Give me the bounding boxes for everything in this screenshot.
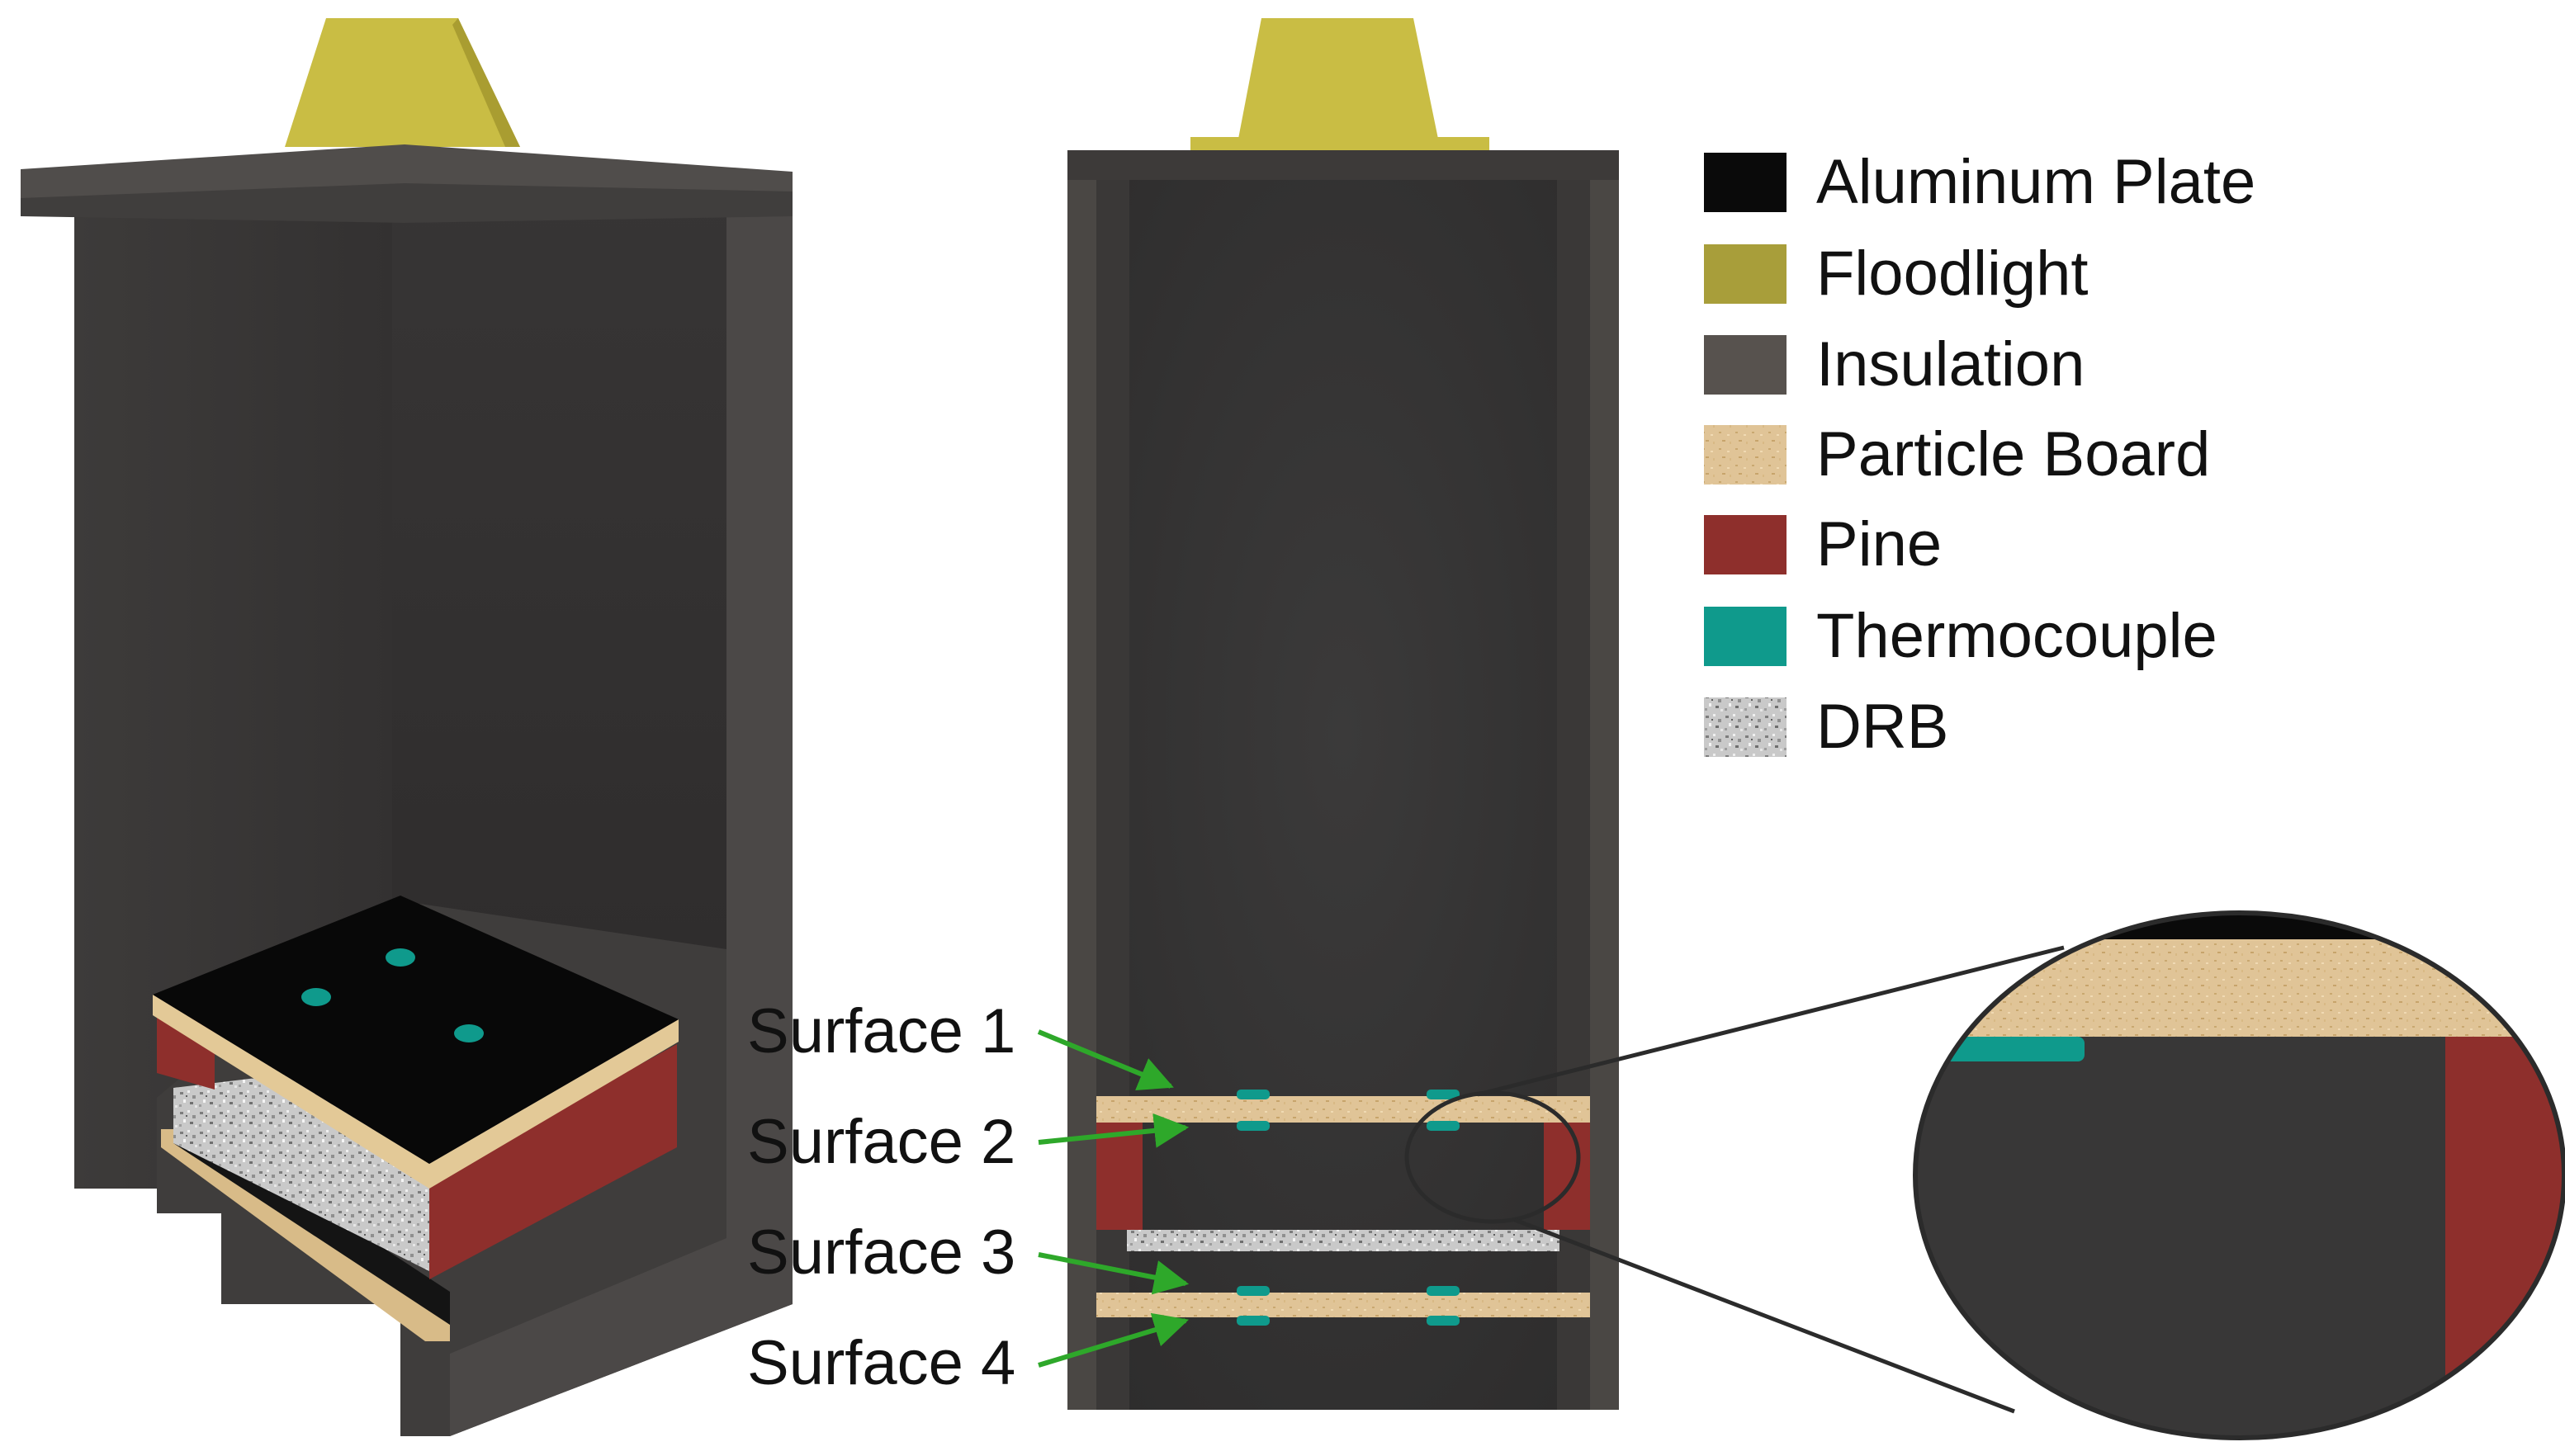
drb-layer-section: [1127, 1230, 1559, 1251]
legend-label-aluminum-plate: Aluminum Plate: [1816, 147, 2256, 217]
surface-4-label: Surface 4: [747, 1328, 1016, 1398]
surface-arrows: [1037, 1029, 1190, 1368]
legend-label-thermocouple: Thermocouple: [1816, 601, 2217, 671]
surface-3-label: Surface 3: [747, 1217, 1016, 1288]
zoom-connector-top: [1477, 945, 2065, 1097]
floodlight-section: [1238, 18, 1438, 139]
legend-label-insulation: Insulation: [1816, 329, 2085, 399]
thermocouple-section: [1427, 1090, 1460, 1099]
legend-swatch-pine: [1704, 515, 1787, 574]
surface-2-label: Surface 2: [747, 1107, 1016, 1177]
zoom-lens-outline: [1913, 910, 2565, 1440]
insulation-inner-back-wall: [392, 182, 726, 949]
legend-swatch-drb: [1704, 697, 1787, 757]
pine-frame-3d-front: [429, 1044, 677, 1279]
zoom-thermocouple: [1932, 1037, 2085, 1061]
legend-swatch-thermocouple: [1704, 607, 1787, 666]
thermocouple-3d: [301, 988, 331, 1006]
surface-1-label: Surface 1: [747, 996, 1016, 1066]
thermocouple-section: [1427, 1286, 1460, 1296]
legend-label-pine: Pine: [1816, 509, 1943, 579]
thermocouple-section: [1237, 1121, 1270, 1131]
aluminum-plate-3d: [153, 896, 679, 1164]
legend-swatch-particle-board: [1704, 425, 1787, 485]
particle-board-top: [1096, 1096, 1590, 1123]
legend-label-floodlight: Floodlight: [1816, 239, 2089, 309]
thermocouple-section: [1237, 1316, 1270, 1326]
drb-layer-3d: [173, 1073, 429, 1271]
thermocouple-section: [1237, 1090, 1270, 1099]
particle-board-3d-edge: [153, 995, 429, 1189]
legend-swatch-floodlight: [1704, 244, 1787, 304]
surface-4-arrow: [1038, 1312, 1190, 1368]
pine-post-right: [1544, 1123, 1590, 1230]
pine-post-left: [1096, 1123, 1143, 1230]
legend-label-drb: DRB: [1816, 692, 1949, 762]
surface-3-arrow: [1038, 1252, 1190, 1295]
zoom-detail: [1913, 910, 2565, 1440]
legend-swatch-insulation: [1704, 335, 1787, 395]
particle-board-bottom: [1096, 1293, 1590, 1317]
zoom-connector-bottom: [1514, 1217, 2015, 1414]
insulation-right-edge: [450, 172, 793, 1436]
surface-2-arrow: [1038, 1113, 1190, 1148]
section-apparatus-view: [1067, 18, 1619, 1410]
floodlight-3d: [285, 18, 520, 147]
thermocouple-section: [1427, 1121, 1460, 1131]
zoom-pine: [2445, 1037, 2564, 1438]
thermocouple-3d: [454, 1024, 484, 1042]
thermocouple-3d: [386, 948, 415, 967]
inner-cavity: [1096, 180, 1590, 1410]
isometric-apparatus-view: [21, 18, 793, 1436]
legend: [1704, 153, 1787, 757]
thermocouple-section: [1237, 1286, 1270, 1296]
legend-swatch-aluminum-plate: [1704, 153, 1787, 212]
legend-label-particle-board: Particle Board: [1816, 419, 2211, 489]
thermocouple-section: [1427, 1316, 1460, 1326]
surface-1-arrow: [1037, 1029, 1174, 1090]
